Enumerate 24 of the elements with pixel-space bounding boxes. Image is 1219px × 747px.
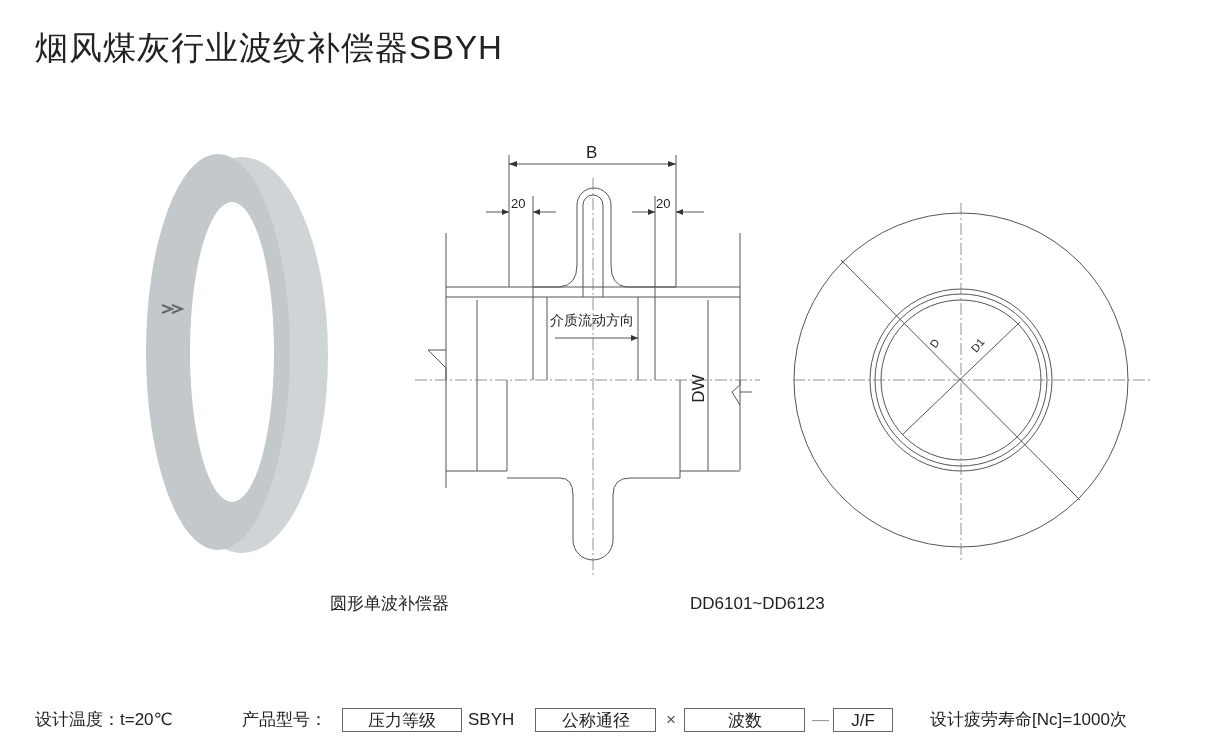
text-label: —	[812, 711, 829, 728]
text-label: 产品型号：	[242, 711, 327, 728]
dimension-label: DW	[689, 374, 707, 403]
text-label: 设计温度：t=20℃	[35, 711, 173, 728]
model-field-box	[684, 708, 805, 732]
model-field-box	[833, 708, 893, 732]
dimension-label: D1	[969, 336, 987, 355]
title: 烟风煤灰行业波纹补偿器SBYH	[35, 28, 503, 68]
field-label: 波数	[727, 711, 762, 729]
field-label: J/F	[851, 711, 875, 729]
text-label: SBYH	[468, 711, 515, 728]
text-label: 介质流动方向	[550, 313, 634, 327]
field-label: 公称通径	[561, 711, 630, 729]
text-label: 20	[511, 197, 526, 210]
text-label: ×	[666, 711, 676, 728]
text-label: 圆形单波补偿器	[330, 595, 449, 612]
text-label: 设计疲劳寿命[Nc]=1000次	[930, 711, 1127, 728]
model-field-box	[342, 708, 462, 732]
text-label: B	[586, 144, 598, 161]
model-field-box	[535, 708, 656, 732]
dimension-label: D	[928, 337, 942, 350]
text-label: 20	[656, 197, 671, 210]
field-label: 压力等级	[368, 711, 436, 729]
text-label: DD6101~DD6123	[690, 595, 825, 612]
